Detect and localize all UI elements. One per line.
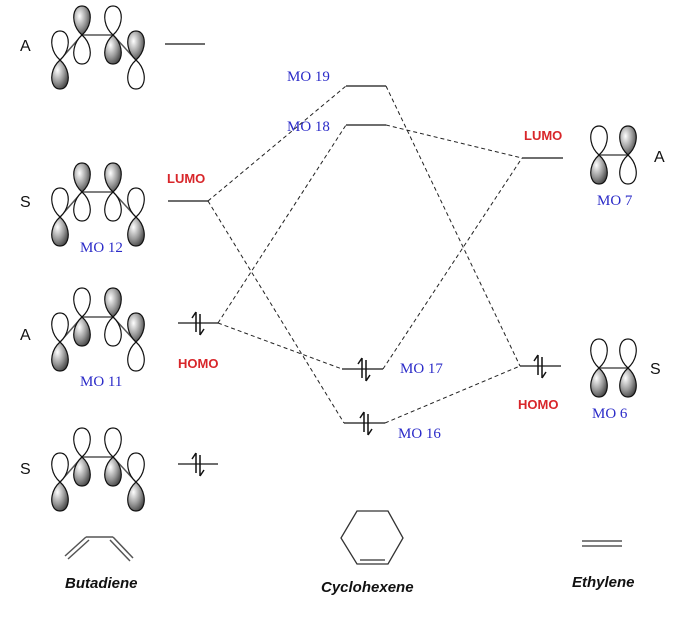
p-orbital-lobe bbox=[590, 367, 608, 398]
p-orbital-lobe bbox=[127, 312, 145, 343]
p-orbital-lobe bbox=[104, 191, 122, 222]
p-orbital-lobe bbox=[51, 312, 69, 343]
p-orbital-lobe bbox=[51, 481, 69, 512]
molecule-name-cyclohexene: Cyclohexene bbox=[321, 579, 414, 596]
p-orbital-lobe bbox=[619, 154, 637, 185]
lumo-label: LUMO bbox=[524, 128, 562, 143]
p-orbital-lobe bbox=[127, 216, 145, 247]
p-orbital-lobe bbox=[590, 154, 608, 185]
p-orbital-lobe bbox=[73, 427, 91, 458]
mo-label: MO 17 bbox=[400, 361, 443, 377]
p-orbital-lobe bbox=[127, 341, 145, 372]
p-orbital-lobe bbox=[51, 216, 69, 247]
correlation-line bbox=[382, 157, 523, 370]
p-orbital-lobe bbox=[127, 452, 145, 483]
homo-label: HOMO bbox=[178, 356, 218, 371]
p-orbital-lobe bbox=[127, 59, 145, 90]
p-orbital-lobe bbox=[51, 59, 69, 90]
butadiene-orbital-2 bbox=[51, 287, 145, 372]
sigma-bond bbox=[59, 456, 137, 483]
p-orbital-lobe bbox=[619, 125, 637, 156]
p-orbital-lobe bbox=[127, 481, 145, 512]
electron-pair-icon bbox=[359, 411, 373, 436]
homo-label: HOMO bbox=[518, 397, 558, 412]
correlation-line bbox=[207, 85, 347, 202]
molecule-name-ethylene: Ethylene bbox=[572, 574, 635, 591]
correlation-line bbox=[207, 200, 345, 424]
electron-pair-icon bbox=[533, 354, 547, 379]
p-orbital-lobe bbox=[73, 316, 91, 347]
electron-pair-icon bbox=[191, 311, 205, 336]
p-orbital-lobe bbox=[127, 30, 145, 61]
correlation-line bbox=[385, 124, 523, 159]
butadiene-orbital-0 bbox=[51, 5, 145, 90]
mo-label: MO 6 bbox=[592, 406, 628, 422]
correlation-line bbox=[217, 124, 347, 324]
butadiene-orbital-1 bbox=[51, 162, 145, 247]
p-orbital-lobe bbox=[73, 191, 91, 222]
correlation-line bbox=[217, 322, 343, 370]
mo-label: MO 12 bbox=[80, 240, 123, 256]
p-orbital-lobe bbox=[51, 341, 69, 372]
sigma-bond bbox=[59, 191, 137, 218]
p-orbital-lobe bbox=[619, 367, 637, 398]
p-orbital-lobe bbox=[590, 338, 608, 369]
symmetry-label: S bbox=[20, 194, 31, 211]
p-orbital-lobe bbox=[104, 427, 122, 458]
butadiene-orbital-3 bbox=[51, 427, 145, 512]
correlation-line bbox=[385, 85, 521, 367]
p-orbital-lobe bbox=[73, 5, 91, 36]
p-orbital-lobe bbox=[104, 162, 122, 193]
sigma-bond bbox=[59, 316, 137, 343]
p-orbital-lobe bbox=[73, 34, 91, 65]
mo-label: MO 11 bbox=[80, 374, 122, 390]
p-orbital-lobe bbox=[73, 456, 91, 487]
p-orbital-lobe bbox=[619, 338, 637, 369]
symmetry-label: S bbox=[650, 361, 661, 378]
p-orbital-lobe bbox=[104, 34, 122, 65]
ethylene-orbital-1 bbox=[590, 338, 637, 398]
electron-pair-icon bbox=[191, 452, 205, 477]
symmetry-label: A bbox=[654, 149, 665, 166]
sigma-bond bbox=[59, 34, 137, 61]
p-orbital-lobe bbox=[104, 287, 122, 318]
butadiene-structure bbox=[64, 536, 134, 562]
mo-label: MO 18 bbox=[287, 119, 330, 135]
p-orbital-lobe bbox=[104, 316, 122, 347]
p-orbital-lobe bbox=[127, 187, 145, 218]
symmetry-label: S bbox=[20, 461, 31, 478]
correlation-line bbox=[384, 365, 521, 424]
lumo-label: LUMO bbox=[167, 171, 205, 186]
ethylene-orbital-0 bbox=[590, 125, 637, 185]
mo-label: MO 7 bbox=[597, 193, 633, 209]
symmetry-label: A bbox=[20, 38, 31, 55]
molecule-name-butadiene: Butadiene bbox=[65, 575, 138, 592]
mo-label: MO 16 bbox=[398, 426, 441, 442]
p-orbital-lobe bbox=[73, 162, 91, 193]
ethylene-structure bbox=[582, 540, 622, 547]
p-orbital-lobe bbox=[73, 287, 91, 318]
symmetry-label: A bbox=[20, 327, 31, 344]
p-orbital-lobe bbox=[104, 5, 122, 36]
p-orbital-lobe bbox=[590, 125, 608, 156]
p-orbital-lobe bbox=[51, 187, 69, 218]
p-orbital-lobe bbox=[51, 30, 69, 61]
p-orbital-lobe bbox=[51, 452, 69, 483]
p-orbital-lobe bbox=[104, 456, 122, 487]
electron-pair-icon bbox=[357, 357, 371, 382]
cyclohexene-structure bbox=[340, 510, 404, 565]
mo-label: MO 19 bbox=[287, 69, 330, 85]
